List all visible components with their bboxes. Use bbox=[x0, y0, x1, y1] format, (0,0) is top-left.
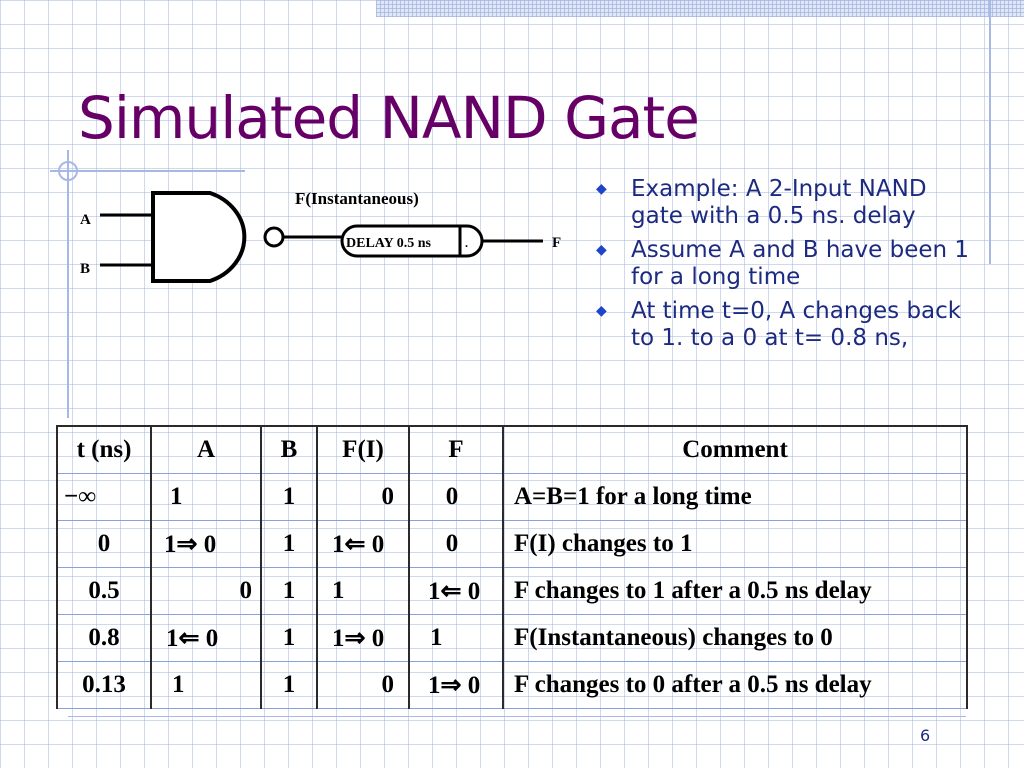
diamond-bullet-icon: ◆ bbox=[596, 181, 607, 197]
cell-b: 1 bbox=[260, 520, 317, 568]
cell-comment: F(I) changes to 1 bbox=[502, 520, 968, 568]
cell-f-instantaneous: 0 bbox=[316, 473, 409, 521]
table-row: 0.13 1 1 0 1⇒ 0 F changes to 0 after a 0… bbox=[56, 661, 968, 709]
cell-b: 1 bbox=[260, 473, 317, 521]
cell-comment: F(Instantaneous) changes to 0 bbox=[502, 614, 968, 662]
decorative-left-rule bbox=[67, 150, 69, 418]
cell-time: −∞ bbox=[56, 473, 151, 521]
cell-a: 1⇒ 0 bbox=[150, 520, 261, 568]
cell-f-instantaneous: 1 bbox=[316, 567, 409, 615]
bullet-item: ◆ Example: A 2-Input NAND gate with a 0.5… bbox=[596, 176, 976, 230]
cell-comment: F changes to 0 after a 0.5 ns delay bbox=[502, 661, 968, 709]
cell-comment: F changes to 1 after a 0.5 ns delay bbox=[502, 567, 968, 615]
header-f-instantaneous: F(I) bbox=[316, 425, 409, 474]
title-underline bbox=[50, 170, 245, 172]
timing-table: t (ns) A B F(I) F Comment −∞ 1 1 0 0 A=B… bbox=[56, 425, 968, 709]
cell-time: 0.8 bbox=[56, 614, 151, 662]
nand-gate-body bbox=[151, 191, 247, 283]
cell-a: 1 bbox=[150, 473, 261, 521]
cell-f: 1 bbox=[408, 614, 503, 662]
decorative-top-band bbox=[376, 0, 1024, 17]
bullet-text: Example: A 2-Input NAND gate with a 0.5 … bbox=[631, 176, 927, 229]
cell-b: 1 bbox=[260, 614, 317, 662]
decorative-right-rule bbox=[989, 0, 991, 264]
cell-f: 0 bbox=[408, 520, 503, 568]
header-f: F bbox=[408, 425, 503, 474]
table-row: 0.5 0 1 1 1⇐ 0 F changes to 1 after a 0.… bbox=[56, 567, 968, 615]
diamond-bullet-icon: ◆ bbox=[596, 303, 607, 319]
slide-title: Simulated NAND Gate bbox=[78, 84, 700, 152]
cell-a: 0 bbox=[150, 567, 261, 615]
cell-comment: A=B=1 for a long time bbox=[502, 473, 968, 521]
cell-f-instantaneous: 1⇒ 0 bbox=[316, 614, 409, 662]
cell-f-instantaneous: 0 bbox=[316, 661, 409, 709]
table-header-row: t (ns) A B F(I) F Comment bbox=[56, 425, 968, 474]
cell-a: 1 bbox=[150, 661, 261, 709]
decorative-ring bbox=[58, 161, 78, 181]
cell-a: 1⇐ 0 bbox=[150, 614, 261, 662]
output-f-label: F bbox=[552, 235, 561, 251]
diamond-bullet-icon: ◆ bbox=[596, 242, 607, 258]
header-time: t (ns) bbox=[56, 425, 151, 474]
cell-f: 0 bbox=[408, 473, 503, 521]
table-row: −∞ 1 1 0 0 A=B=1 for a long time bbox=[56, 473, 968, 521]
bullet-text: At time t=0, A changes back to 1. to a 0… bbox=[631, 298, 962, 351]
cell-b: 1 bbox=[260, 661, 317, 709]
delay-label: DELAY 0.5 ns bbox=[346, 236, 431, 251]
cell-f-instantaneous: 1⇐ 0 bbox=[316, 520, 409, 568]
cell-f: 1⇐ 0 bbox=[408, 567, 503, 615]
header-a: A bbox=[150, 425, 261, 474]
bullet-item: ◆ At time t=0, A changes back to 1. to a … bbox=[596, 298, 976, 352]
cell-time: 0.13 bbox=[56, 661, 151, 709]
table-row: 0 1⇒ 0 1 1⇐ 0 0 F(I) changes to 1 bbox=[56, 520, 968, 568]
header-comment: Comment bbox=[502, 425, 968, 474]
inversion-bubble bbox=[263, 226, 285, 248]
page-number: 6 bbox=[920, 726, 931, 745]
footer-rule bbox=[68, 716, 966, 717]
cell-f: 1⇒ 0 bbox=[408, 661, 503, 709]
nand-gate-diagram: A B F(Instantaneous) DELAY 0.5 ns . F bbox=[80, 189, 561, 283]
delay-label-period: . bbox=[465, 236, 468, 250]
header-b: B bbox=[260, 425, 317, 474]
table-row: 0.8 1⇐ 0 1 1⇒ 0 1 F(Instantaneous) chang… bbox=[56, 614, 968, 662]
bullet-list: ◆ Example: A 2-Input NAND gate with a 0.5… bbox=[596, 176, 976, 359]
instantaneous-output-label: F(Instantaneous) bbox=[295, 189, 419, 208]
bullet-item: ◆ Assume A and B have been 1 for a long t… bbox=[596, 237, 976, 291]
cell-b: 1 bbox=[260, 567, 317, 615]
bullet-text: Assume A and B have been 1 for a long ti… bbox=[631, 237, 970, 290]
input-a-label: A bbox=[80, 212, 91, 228]
cell-time: 0.5 bbox=[56, 567, 151, 615]
input-b-label: B bbox=[80, 261, 90, 277]
cell-time: 0 bbox=[56, 520, 151, 568]
